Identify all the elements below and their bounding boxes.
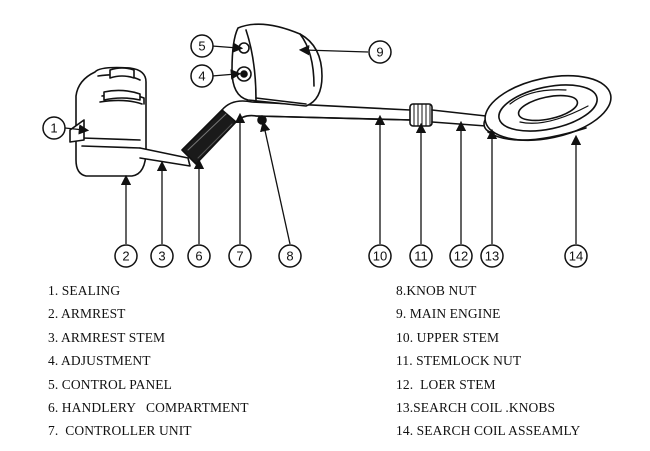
knob-nut (257, 115, 267, 125)
legend-item: 1. SEALING (48, 283, 121, 298)
armrest (75, 66, 147, 177)
callout-circle (228, 244, 252, 268)
callout-circle (150, 244, 174, 268)
callout-circle (42, 116, 66, 140)
callout-circle (480, 244, 504, 268)
callout-number: 3 (158, 249, 165, 264)
callout-number: 9 (376, 45, 383, 60)
legend-item: 6. HANDLERY COMPARTMENT (48, 400, 249, 416)
callout-number: 7 (236, 249, 243, 264)
detector-illustration (69, 23, 612, 177)
legend-item: 14. SEARCH COIL ASSEAMLY (396, 423, 581, 439)
callout-circle (368, 40, 392, 64)
callout-circle (278, 244, 302, 268)
callout-number: 8 (286, 249, 293, 264)
legend-left: 1. SEALING 2. ARMREST 3. ARMREST STEM 4.… (48, 279, 249, 443)
legend-right: 8.KNOB NUT 9. MAIN ENGINE 10. UPPER STEM… (396, 279, 580, 443)
callout-number: 4 (198, 69, 205, 84)
legend-item: 5. CONTROL PANEL (48, 376, 172, 392)
callout-number: 5 (198, 39, 205, 54)
legend-item: 3. ARMREST STEM (48, 329, 166, 345)
search-coil (484, 74, 612, 142)
lower-stem (431, 109, 487, 127)
callout-circle (409, 244, 433, 268)
callout-circle (190, 64, 214, 88)
callout-number: 11 (414, 249, 428, 264)
upper-stem (255, 115, 413, 121)
callout-number: 12 (454, 249, 468, 264)
main-engine (231, 23, 323, 107)
legend-item: 11. STEMLOCK NUT (396, 353, 522, 369)
legend-item: 2. ARMREST (48, 306, 126, 322)
callout-circle (368, 244, 392, 268)
callout-number: 14 (569, 249, 583, 264)
legend-item: 7. CONTROLLER UNIT (48, 423, 192, 439)
callout-circle (187, 244, 211, 268)
leader-lines (64, 42, 582, 245)
callout-number: 10 (373, 249, 387, 264)
callout-circle (564, 244, 588, 268)
callout-circle (114, 244, 138, 268)
legend-item: 10. UPPER STEM (396, 329, 500, 345)
legend-item: 4. ADJUSTMENT (48, 353, 151, 369)
handle-grip (181, 109, 237, 165)
stemlock-nut (409, 103, 433, 127)
callout-number: 13 (485, 249, 499, 264)
callout-number: 2 (122, 249, 129, 264)
callout-circle (190, 34, 214, 58)
callout-circle (449, 244, 473, 268)
legend-item: 9. MAIN ENGINE (396, 306, 501, 322)
legend-item: 12. LOER STEM (396, 376, 496, 392)
legend-item: 13.SEARCH COIL .KNOBS (396, 400, 556, 416)
callout-number: 6 (195, 249, 202, 264)
callout-number: 1 (50, 121, 57, 136)
legend-item: 8.KNOB NUT (396, 283, 477, 298)
